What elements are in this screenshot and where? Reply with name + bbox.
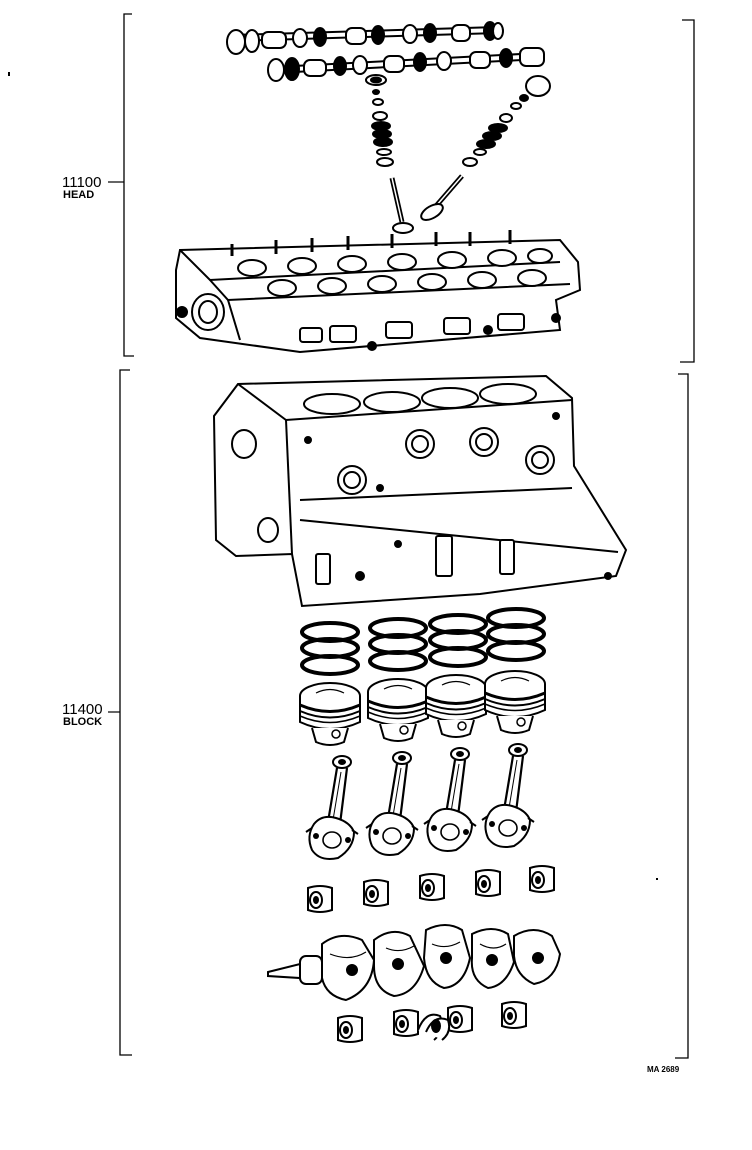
- block-part-name: BLOCK: [63, 716, 102, 728]
- block-part-number: 11400: [62, 701, 103, 718]
- pistons: [298, 669, 547, 747]
- crankshaft: [267, 924, 562, 1002]
- head-part-name: HEAD: [63, 189, 94, 201]
- valve-train: [365, 74, 551, 234]
- head-bracket: [123, 13, 695, 363]
- thrust-washers: [417, 1013, 451, 1041]
- callout-head: 11100 HEAD: [62, 174, 124, 201]
- camshaft-upper: [226, 21, 504, 55]
- stray-marks: [8, 72, 658, 880]
- camshaft-lower: [267, 47, 545, 82]
- cylinder-block: [212, 374, 628, 608]
- callout-block: 11400 BLOCK: [62, 701, 120, 728]
- connecting-rods: [304, 742, 536, 861]
- exhaust-valve-stack: [420, 75, 551, 221]
- main-bearings-upper: [307, 865, 555, 913]
- diagram-code: MA 2689: [647, 1065, 680, 1074]
- piston-rings: [300, 607, 546, 676]
- camshafts: [226, 21, 545, 82]
- intake-valve-stack: [365, 74, 414, 234]
- cylinder-head: [175, 230, 582, 354]
- head-part-number: 11100: [62, 174, 102, 191]
